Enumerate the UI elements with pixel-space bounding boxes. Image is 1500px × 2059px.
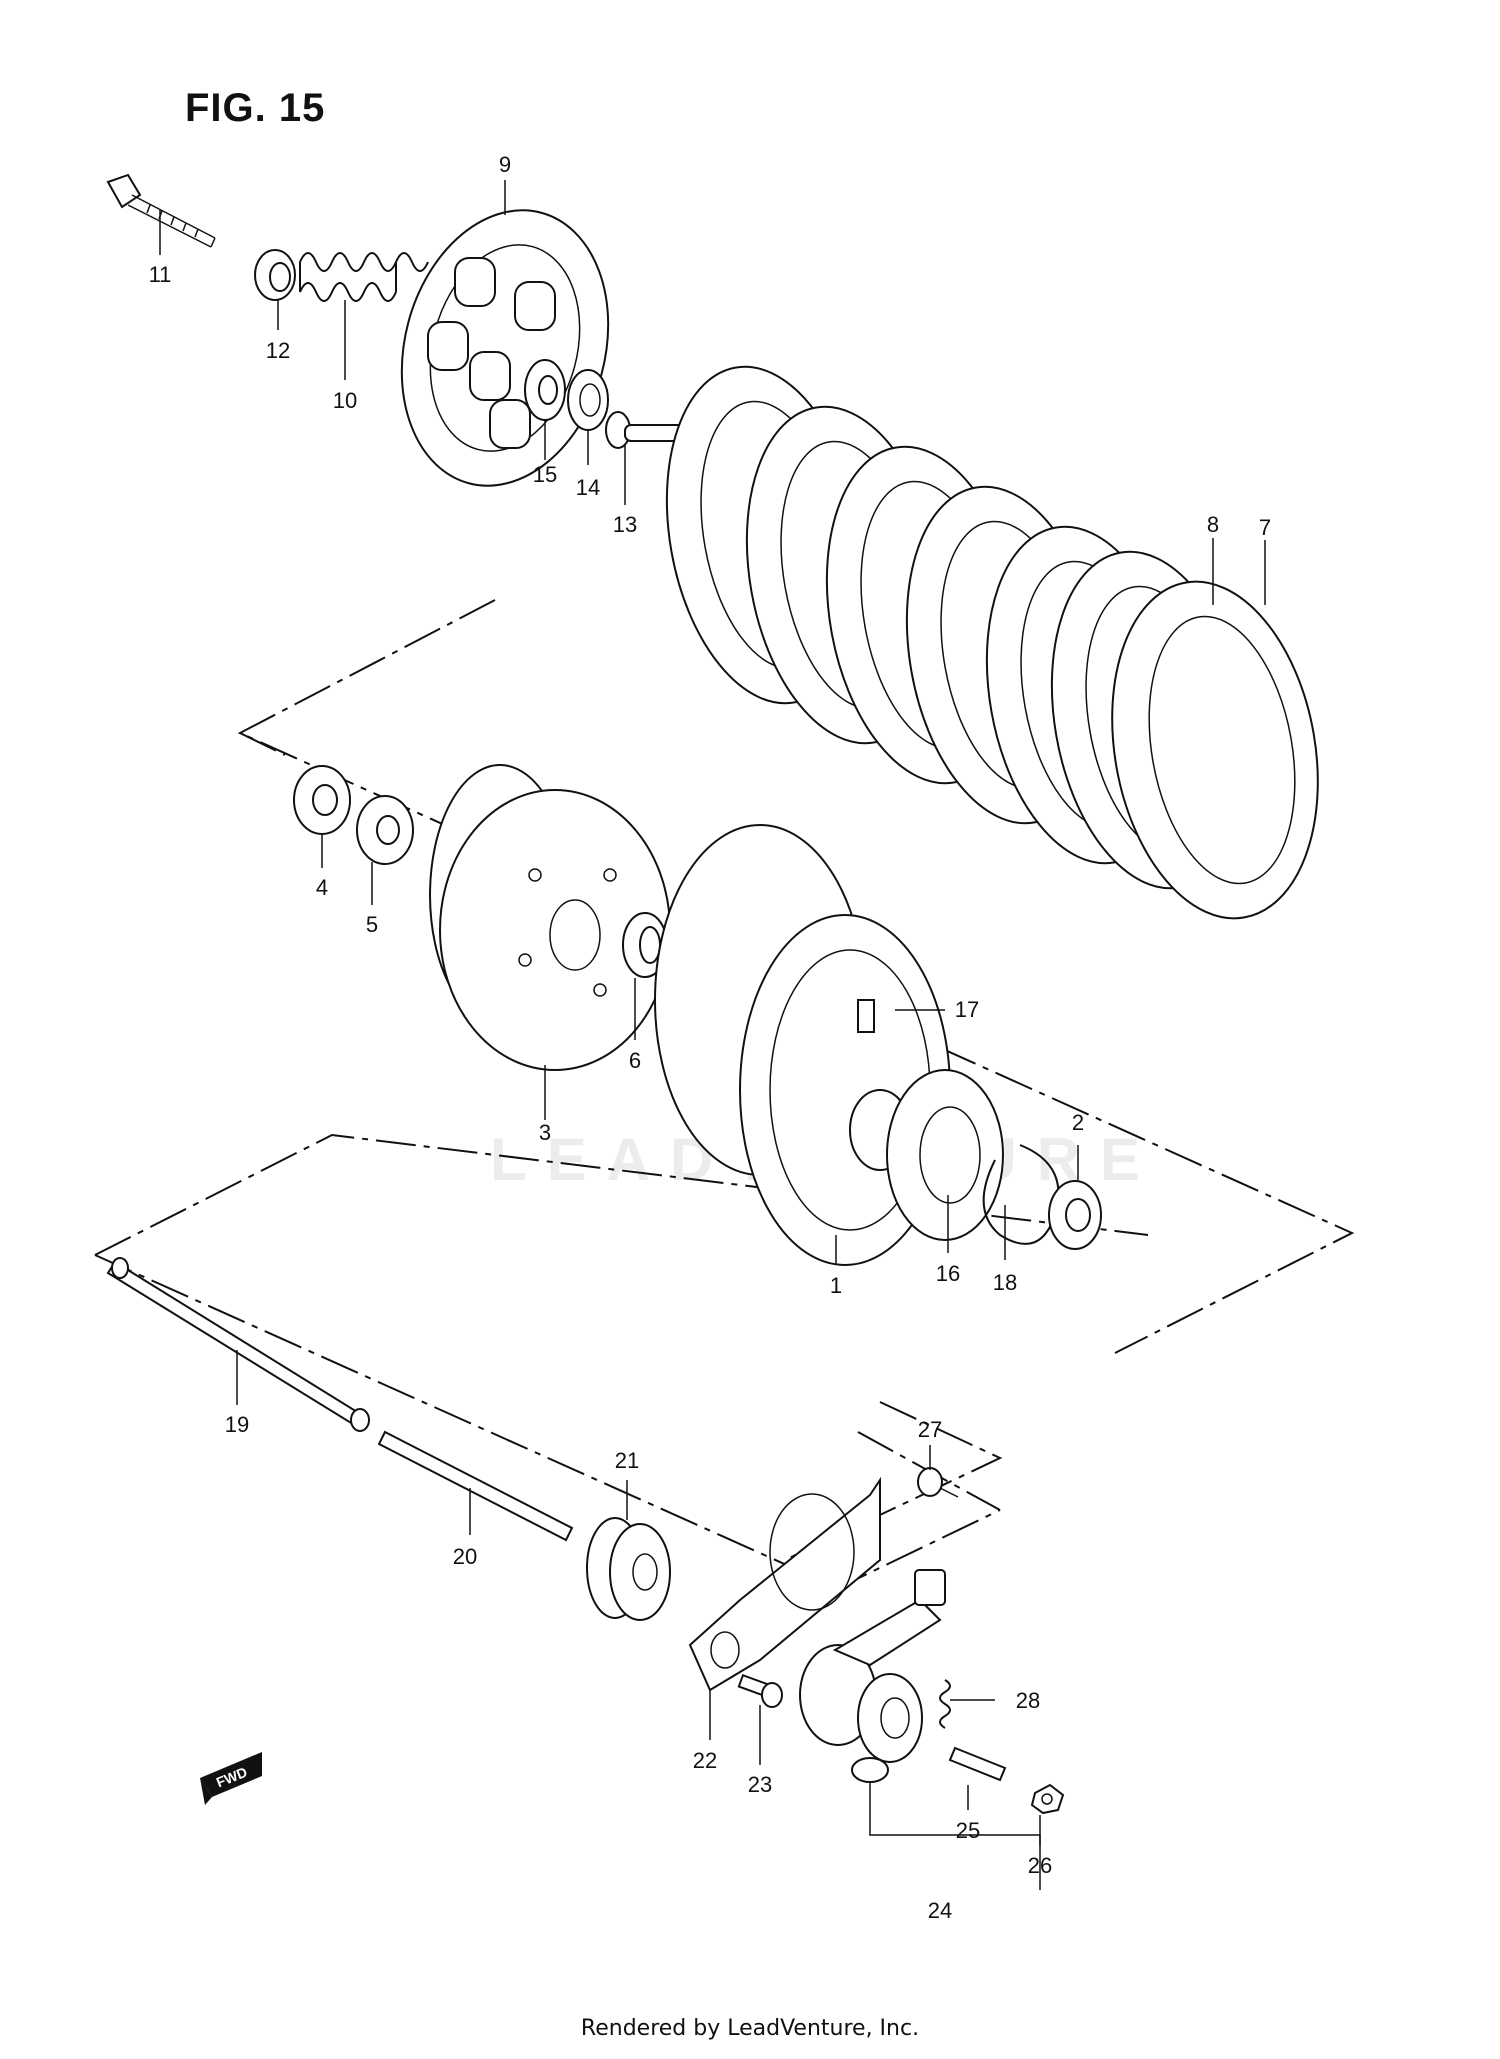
part-spacer-12	[254, 249, 296, 301]
part-label-14: 14	[576, 475, 600, 500]
part-label-11: 11	[149, 262, 172, 287]
part-label-28: 28	[1016, 1688, 1040, 1713]
part-push-rod-19	[106, 1257, 370, 1432]
figure-title: FIG. 15	[185, 86, 326, 130]
part-label-9: 9	[499, 152, 511, 177]
part-sleeve-hub-3	[429, 764, 671, 1071]
part-washer-15	[524, 359, 566, 421]
part-label-2: 2	[1072, 1110, 1084, 1135]
part-label-21: 21	[615, 1448, 639, 1473]
part-gear-16	[886, 1069, 1004, 1241]
clutch-plate-stack	[665, 365, 1319, 920]
part-label-15: 15	[533, 462, 557, 487]
part-release-assembly-24	[799, 1569, 946, 1783]
part-label-23: 23	[748, 1772, 772, 1797]
part-label-6: 6	[629, 1048, 641, 1073]
part-number-labels: 9 11 12 10 15 14 13 8 7 4 5 3 6 17 1 16 …	[149, 152, 1272, 1923]
part-label-8: 8	[1207, 512, 1219, 537]
part-nut-26	[1030, 1783, 1065, 1815]
part-label-1: 1	[830, 1273, 842, 1298]
part-label-12: 12	[266, 338, 290, 363]
part-pressure-plate-9	[400, 209, 610, 487]
part-bearing-14	[567, 369, 609, 431]
part-stud-25	[948, 1746, 1007, 1782]
part-label-17: 17	[955, 997, 979, 1022]
part-label-27: 27	[918, 1417, 942, 1442]
part-label-3: 3	[539, 1120, 551, 1145]
part-label-10: 10	[333, 388, 357, 413]
part-circlip-18	[982, 1144, 1060, 1245]
part-lock-washer-5	[356, 795, 414, 865]
leader-lines	[159, 180, 1266, 1845]
part-label-18: 18	[993, 1270, 1017, 1295]
part-spring-10	[299, 252, 429, 302]
part-label-4: 4	[316, 875, 328, 900]
part-label-25: 25	[956, 1818, 980, 1843]
part-label-13: 13	[613, 512, 637, 537]
part-push-rod-20	[377, 1430, 574, 1542]
part-bolt-23	[737, 1673, 783, 1708]
fwd-arrow-icon: FWD	[200, 1752, 262, 1805]
part-label-24: 24	[928, 1898, 952, 1923]
part-label-20: 20	[453, 1544, 477, 1569]
part-washer-2	[1048, 1180, 1102, 1250]
part-label-5: 5	[366, 912, 378, 937]
part-gasket-22	[688, 1476, 881, 1692]
part-label-16: 16	[936, 1261, 960, 1286]
part-label-26: 26	[1028, 1853, 1052, 1878]
part-spring-28	[939, 1679, 951, 1729]
part-screw-27	[917, 1467, 959, 1498]
part-bolt-11	[106, 173, 216, 248]
part-nut-4	[293, 765, 351, 835]
part-label-19: 19	[225, 1412, 249, 1437]
part-label-22: 22	[693, 1748, 717, 1773]
part-oil-seal-21	[586, 1517, 671, 1621]
part-label-7: 7	[1259, 515, 1271, 540]
footer-credit: Rendered by LeadVenture, Inc.	[580, 2016, 920, 2041]
part-washer-6	[622, 912, 668, 978]
